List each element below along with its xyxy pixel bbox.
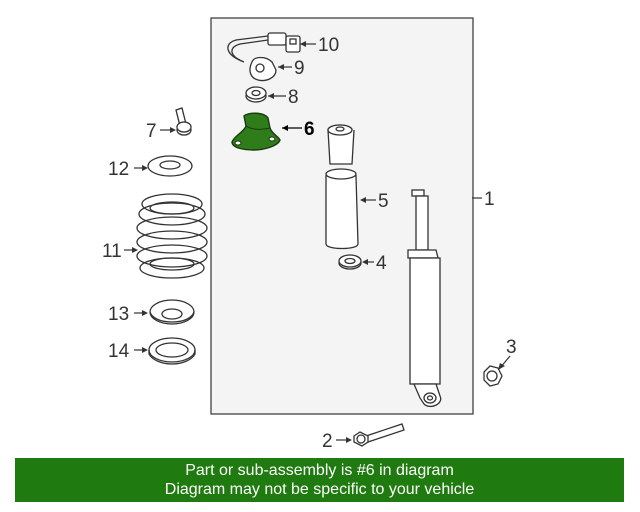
part-12-washer[interactable] [147,155,193,177]
callout-1: 1 [484,189,495,210]
callout-4: 4 [376,253,387,274]
callout-10: 10 [318,35,339,56]
callout-13: 13 [108,304,129,325]
callout-12: 12 [108,159,129,180]
part-1-shock-absorber[interactable] [407,189,442,408]
callout-3: 3 [506,337,517,358]
callout-2: 2 [322,431,333,452]
callout-14: 14 [108,341,130,362]
info-banner: Part or sub-assembly is #6 in diagram Di… [15,458,624,502]
callout-9: 9 [294,58,305,79]
part-8-nut[interactable] [245,86,267,103]
part-11-coil-spring[interactable] [136,193,208,279]
callout-6: 6 [304,119,315,140]
callout-5: 5 [378,191,389,212]
part-9-sensor-bracket[interactable] [249,56,277,82]
callout-11: 11 [102,241,122,262]
callout-7: 7 [146,121,157,142]
part-3-nut[interactable] [483,365,503,387]
banner-line-2: Diagram may not be specific to your vehi… [164,481,475,498]
part-4-washer[interactable] [338,254,362,270]
part-10-sensor-wire[interactable] [227,32,301,63]
part-6-upper-mount[interactable] [231,112,281,151]
part-14-lower-spring-seat[interactable] [148,337,196,365]
parts-diagram: 10 9 8 6 7 12 [102,17,517,452]
part-7-bolt[interactable] [175,107,192,136]
part-2-bolt[interactable] [353,423,405,447]
callout-8: 8 [288,87,299,108]
banner-line-1: Part or sub-assembly is #6 in diagram [185,462,454,479]
part-5-dust-boot[interactable] [325,124,359,250]
part-13-spring-seat[interactable] [149,299,195,325]
